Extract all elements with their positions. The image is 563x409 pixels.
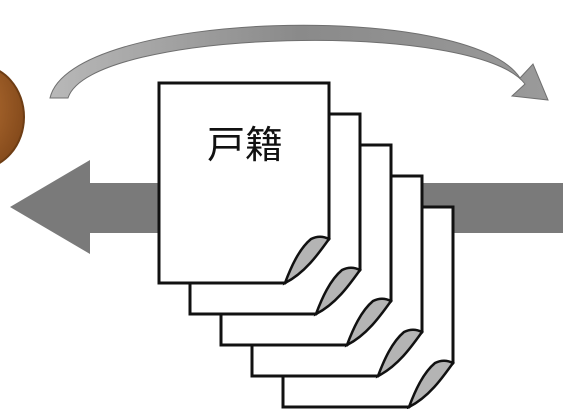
document-title: 戸籍 bbox=[207, 123, 283, 167]
person-circle bbox=[0, 70, 25, 164]
document-stack: 戸籍 bbox=[157, 81, 455, 409]
page-curl bbox=[344, 297, 393, 348]
page-curl bbox=[282, 235, 331, 286]
document-page-front: 戸籍 bbox=[157, 81, 331, 286]
curved-arrow bbox=[49, 24, 549, 101]
page-curl bbox=[406, 359, 455, 409]
page-curl bbox=[313, 266, 362, 317]
page-curl bbox=[375, 328, 424, 379]
